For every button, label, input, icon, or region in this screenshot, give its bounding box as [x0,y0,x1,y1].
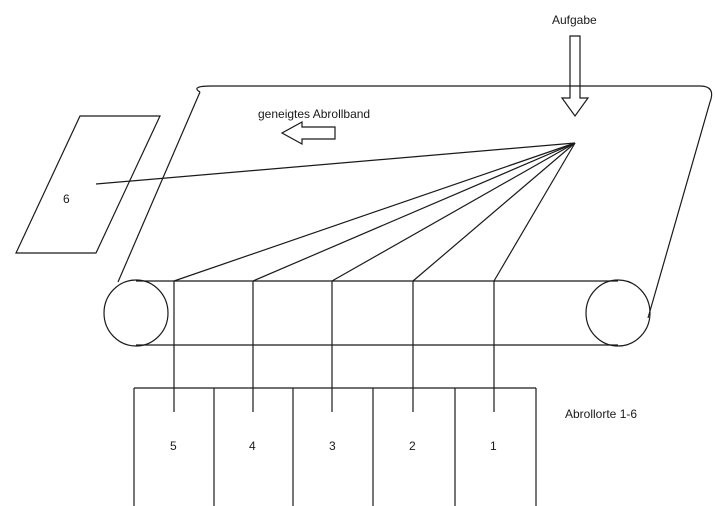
locations-label: Abrollorte 1-6 [565,407,637,421]
trajectory-line-1 [493,142,576,282]
trajectory-line-4 [252,142,576,282]
trajectory-line-3 [331,142,576,282]
inclined-belt-surface [196,85,713,319]
side-bin-label-6: 6 [63,192,70,206]
trajectory-line-2 [412,142,576,282]
conveyor-left-roller [103,279,169,347]
feed-arrow-icon [560,35,590,118]
collection-bins [133,387,537,506]
bin-label-4: 4 [249,439,256,453]
bin-label-1: 1 [490,439,497,453]
bin-label-2: 2 [409,439,416,453]
belt-label: geneigtes Abrollband [258,107,370,121]
trajectory-line-6 [95,142,576,185]
bin-label-5: 5 [170,439,177,453]
belt-direction-arrow-icon [280,120,336,146]
feed-label: Aufgabe [552,13,597,27]
inclined-belt-left-edge [117,91,201,283]
trajectory-line-5 [173,142,576,282]
conveyor-right-roller [585,279,651,347]
side-bin-6 [15,115,161,254]
bin-label-3: 3 [329,439,336,453]
